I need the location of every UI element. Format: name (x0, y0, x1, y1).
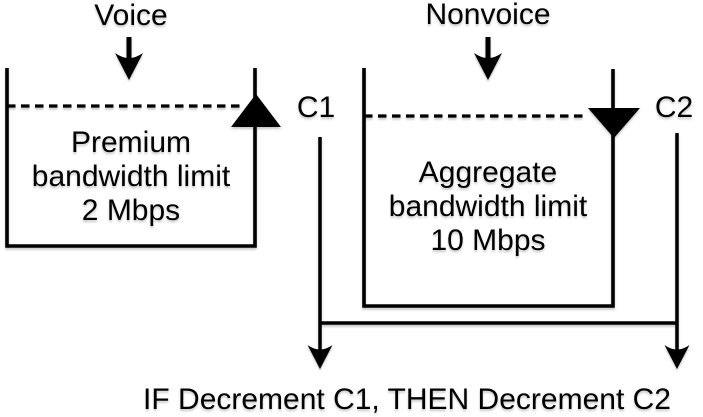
left-bucket-limit-line-1: Premium (71, 126, 191, 159)
nonvoice-inflow-arrow (474, 37, 502, 80)
right-bucket-limit-line-2: bandwidth limit (389, 190, 588, 223)
c2-counter-label: C2 (655, 91, 693, 124)
left-bucket-limit-line-3: 2 Mbps (82, 194, 180, 227)
left-bucket-limit-line-2: bandwidth limit (32, 160, 231, 193)
c2-decrement-arrow (664, 133, 690, 369)
down-triangle-icon (588, 108, 640, 138)
down-arrow-icon (664, 345, 690, 369)
c1-counter-label: C1 (297, 91, 335, 124)
right-bucket-limit-line-3: 10 Mbps (430, 224, 545, 257)
caption-text: IF Decrement C1, THEN Decrement C2 (143, 383, 671, 416)
down-arrow-icon (115, 53, 143, 80)
right-bucket-limit-line-1: Aggregate (419, 156, 557, 189)
down-arrow-icon (307, 345, 333, 369)
nonvoice-source-label: Nonvoice (425, 0, 550, 31)
voice-source-label: Voice (94, 0, 167, 32)
right-bucket-outline (362, 68, 615, 308)
voice-inflow-arrow (115, 37, 143, 80)
up-triangle-icon (231, 94, 281, 127)
left-bucket-outline (5, 68, 257, 248)
c1-decrement-arrow (307, 137, 333, 369)
down-arrow-icon (474, 53, 502, 80)
